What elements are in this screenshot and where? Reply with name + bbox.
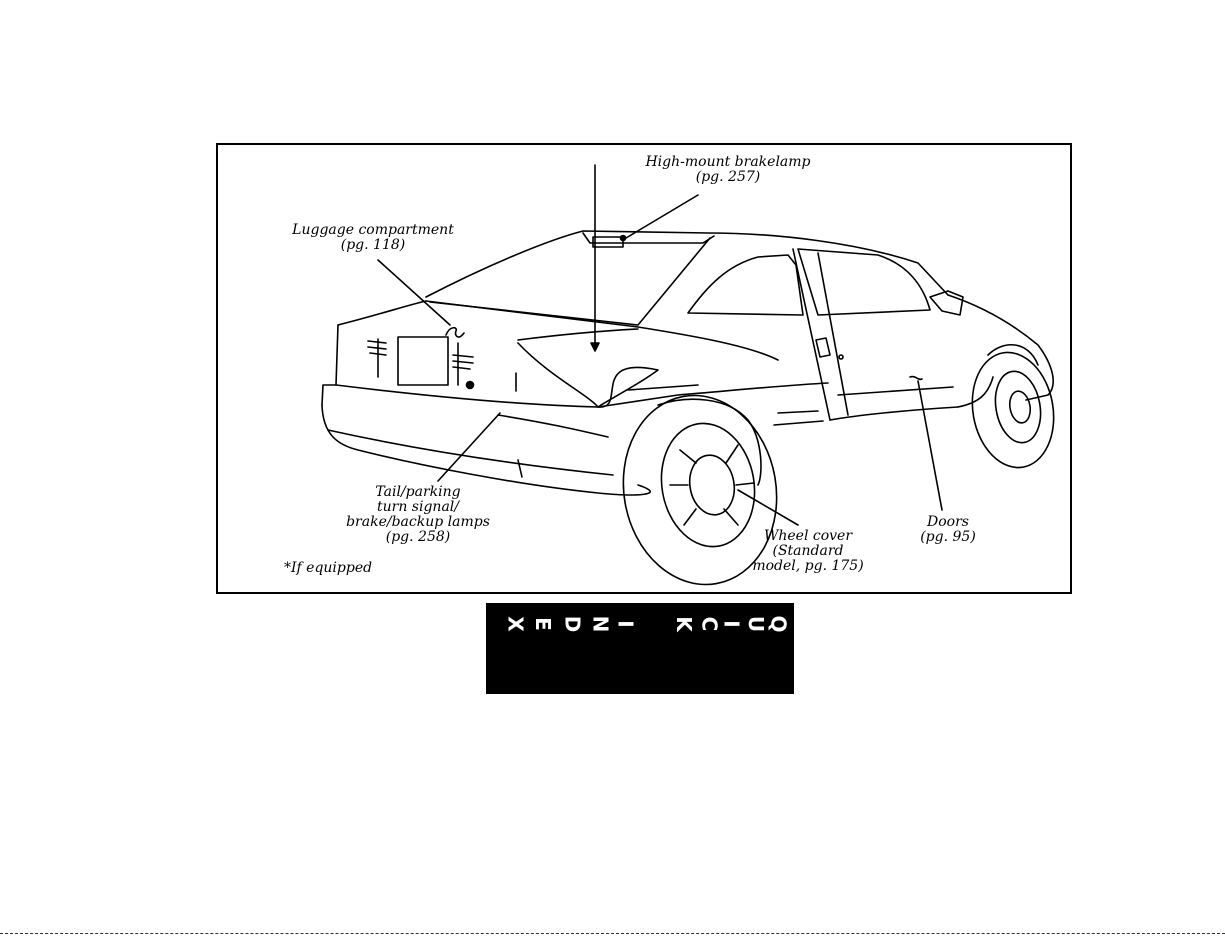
tab-letter-e: E [532, 617, 554, 631]
tab-letter-q: Q [768, 615, 790, 632]
tab-letter-i-2: I [721, 620, 743, 627]
footnote-if-equipped: *If equipped [284, 561, 372, 576]
callout-tail-line3: brake/backup lamps [333, 515, 503, 530]
callout-wheel-page: model, pg. 175) [748, 559, 868, 574]
tab-letter-i-1: I [615, 620, 637, 627]
tab-letter-k: K [673, 616, 695, 632]
callout-tail-line2: turn signal/ [333, 500, 503, 515]
callout-high-mount-brakelamp: High-mount brakelamp (pg. 257) [623, 155, 833, 185]
page-bottom-rule [0, 933, 1225, 934]
callout-doors-page: (pg. 95) [908, 530, 988, 545]
callout-high-mount-page: (pg. 257) [623, 170, 833, 185]
callout-wheel-line2: (Standard [748, 544, 868, 559]
callout-doors: Doors (pg. 95) [908, 515, 988, 545]
callout-tail-lamps: Tail/parking turn signal/ brake/backup l… [333, 485, 503, 545]
callout-wheel-title: Wheel cover [748, 529, 868, 544]
callout-luggage-title: Luggage compartment [278, 223, 468, 238]
tab-letter-x: X [505, 616, 527, 631]
callout-luggage-compartment: Luggage compartment (pg. 118) [278, 223, 468, 253]
callout-high-mount-title: High-mount brakelamp [623, 155, 833, 170]
tab-letter-c: C [698, 617, 720, 632]
car-rear-diagram: High-mount brakelamp (pg. 257) Luggage c… [216, 143, 1072, 594]
callout-tail-line1: Tail/parking [333, 485, 503, 500]
tab-letter-n: N [589, 616, 611, 633]
callout-doors-title: Doors [908, 515, 988, 530]
callout-luggage-page: (pg. 118) [278, 238, 468, 253]
tab-letter-u: U [745, 616, 767, 632]
quick-index-tab[interactable]: X E D N I K C I U Q [486, 603, 794, 694]
callout-wheel-cover: Wheel cover (Standard model, pg. 175) [748, 529, 868, 574]
tab-letter-d: D [561, 616, 583, 633]
callout-tail-page: (pg. 258) [333, 530, 503, 545]
